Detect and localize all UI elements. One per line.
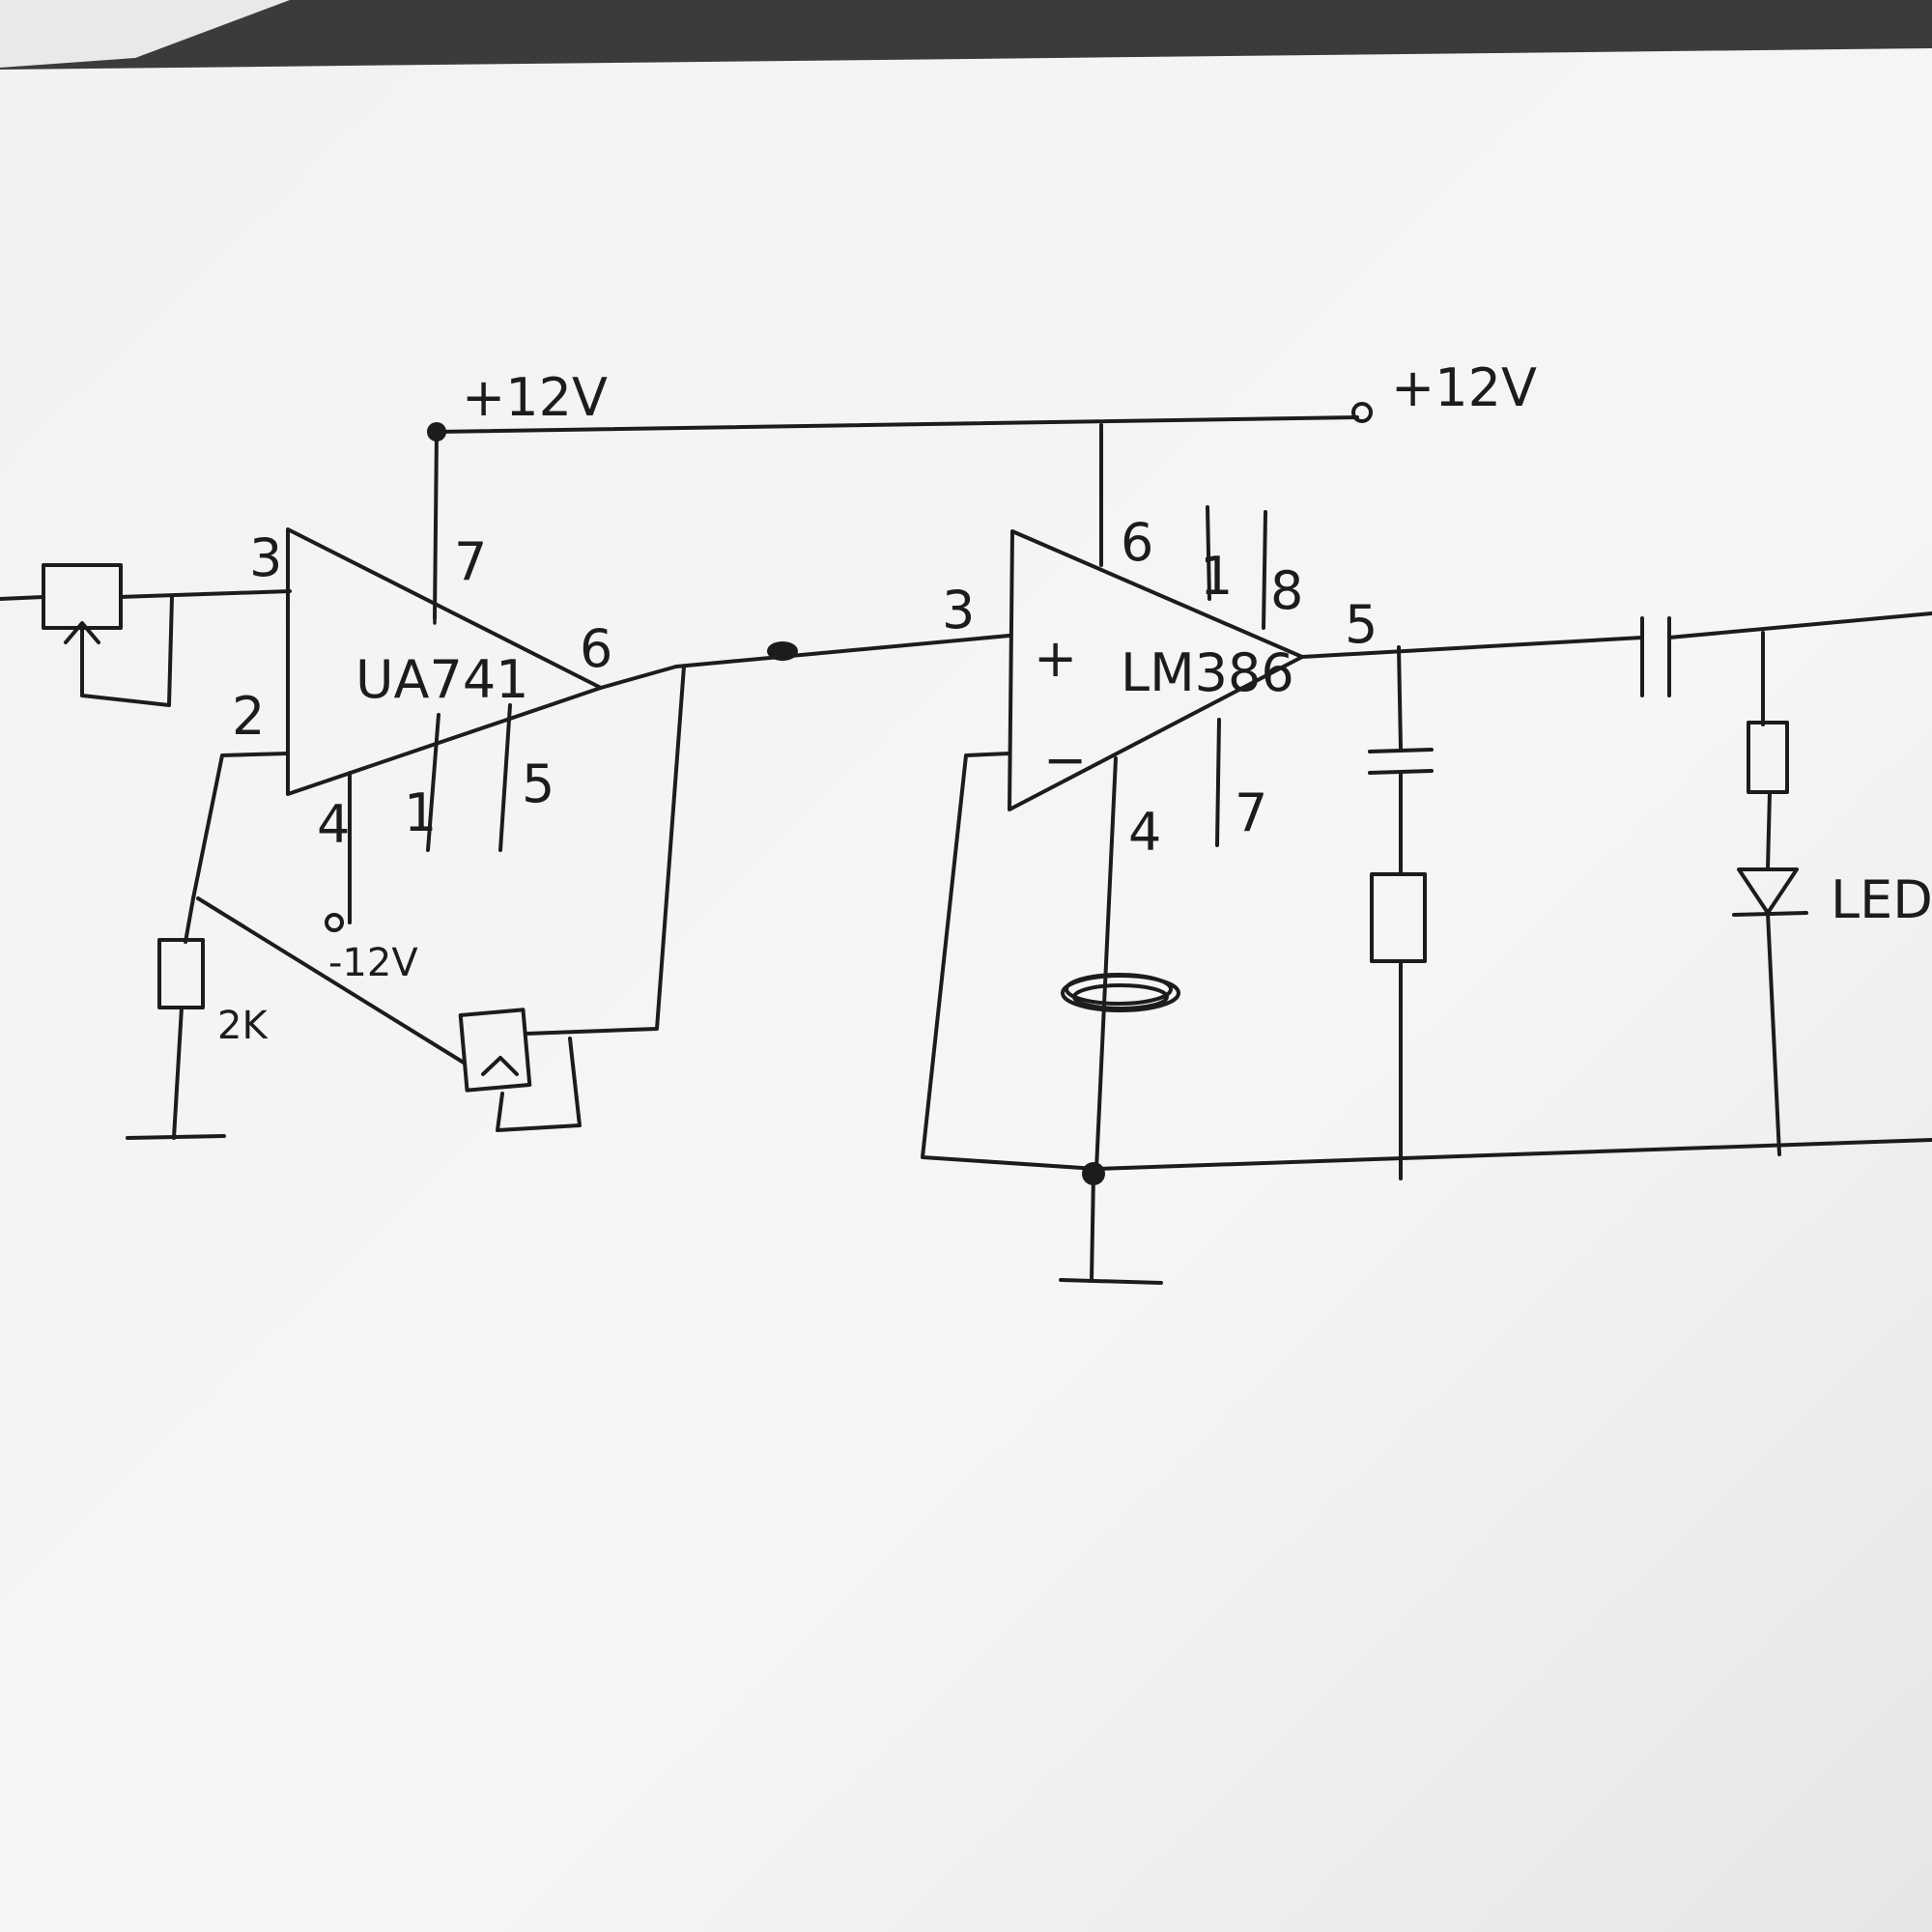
ua741-pin-offset-a: 1 [404, 782, 437, 843]
lm386-amplifier [921, 505, 1644, 1171]
input-potentiometer [0, 563, 292, 707]
output-rc-network [1368, 645, 1434, 1180]
ua741-pin-in-plus: 3 [249, 527, 282, 588]
led-label: LED [1831, 869, 1932, 930]
ua741-pin-v-minus: 4 [317, 794, 350, 855]
positive-supply-bus [427, 402, 1373, 620]
ua741-pin-out: 6 [580, 618, 612, 679]
lm386-plus-sign: + [1034, 628, 1077, 689]
negative-supply-label: -12V [328, 941, 418, 985]
resistor-value: 2K [217, 1004, 269, 1048]
lm386-pin-out: 5 [1345, 594, 1378, 655]
ua741-pin-offset-b: 5 [522, 753, 554, 814]
ua741-op-amp [191, 527, 603, 932]
supply-label-right: +12V [1391, 357, 1537, 418]
ua741-pin-in-minus: 2 [232, 686, 265, 747]
output-led-branch [1640, 611, 1932, 1156]
lm386-pin-gain-a: 1 [1200, 546, 1233, 607]
paper-sheet [0, 48, 1932, 1932]
paper-corner-behind [0, 0, 290, 68]
supply-label-left: +12V [462, 367, 608, 428]
lm386-pin-in-plus: 3 [942, 580, 975, 640]
ua741-pin-v-plus: 7 [454, 531, 487, 592]
lm386-pin-gain-b: 8 [1270, 560, 1303, 621]
ground-rail [1059, 1138, 1932, 1285]
lm386-minus-sign: − [1043, 729, 1087, 790]
ua741-label: UA741 [355, 649, 529, 710]
inter-stage-wire [674, 634, 1011, 668]
resistor-2k [126, 896, 226, 1140]
feedback-potentiometer [196, 665, 686, 1132]
ground-capacitor-scribble [1061, 973, 1180, 1012]
lm386-label: LM386 [1121, 642, 1294, 703]
lm386-pin-bypass: 7 [1235, 782, 1267, 843]
lm386-pin-ground: 4 [1128, 802, 1161, 863]
lm386-pin-supply: 6 [1121, 512, 1153, 573]
